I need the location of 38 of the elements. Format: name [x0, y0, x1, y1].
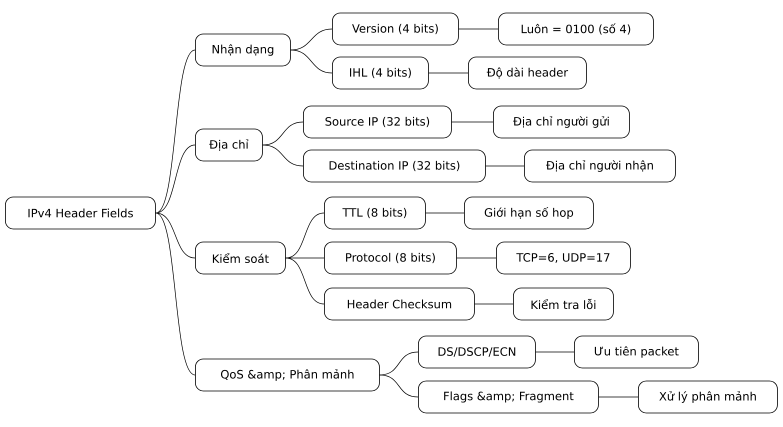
topic-box: Địa chỉ — [195, 128, 263, 162]
topic-box: Destination IP (32 bits) — [303, 150, 486, 182]
connector-line — [458, 28, 498, 30]
connector-line — [290, 28, 332, 50]
connector-line — [598, 396, 638, 398]
topic-box: Flags &amp; Fragment — [418, 380, 599, 414]
connector-line — [379, 352, 418, 376]
topic-box: Source IP (32 bits) — [303, 106, 452, 138]
topic-box: Xử lý phân mảnh — [638, 380, 778, 414]
connector-line — [155, 212, 196, 376]
topic-box: QoS &amp; Phân mảnh — [195, 358, 380, 392]
topic-box: DS/DSCP/ECN — [418, 336, 536, 368]
connector-line — [425, 212, 464, 214]
connector-line — [285, 258, 324, 304]
connector-line — [155, 144, 196, 214]
topic-box: Địa chỉ người gửi — [493, 106, 630, 138]
topic-box: Kiểm tra lỗi — [513, 288, 614, 320]
topic-box: Địa chỉ người nhận — [524, 150, 676, 182]
topic-box: TCP=6, UDP=17 — [496, 242, 631, 274]
topic-box: TTL (8 bits) — [324, 196, 426, 230]
topic-box: Kiểm soát — [195, 242, 286, 274]
connector-line — [155, 212, 196, 258]
topic-box: Luôn = 0100 (số 4) — [498, 12, 654, 46]
topic-box: Version (4 bits) — [332, 12, 459, 46]
connector-line — [155, 50, 196, 214]
connector-line — [379, 374, 418, 398]
topic-box: IHL (4 bits) — [332, 56, 429, 90]
topic-box: Nhận dạng — [195, 34, 291, 66]
connector-line — [262, 144, 304, 166]
connector-line — [262, 122, 304, 146]
topic-box: Protocol (8 bits) — [324, 242, 457, 274]
connector-line — [428, 72, 468, 74]
connector-line — [290, 50, 332, 74]
topic-box: Giới hạn số hop — [464, 196, 594, 230]
topic-box: Ưu tiên packet — [574, 336, 699, 368]
topic-box: IPv4 Header Fields — [5, 196, 156, 230]
topic-box: Header Checksum — [324, 288, 475, 320]
topic-box: Độ dài header — [468, 56, 587, 90]
